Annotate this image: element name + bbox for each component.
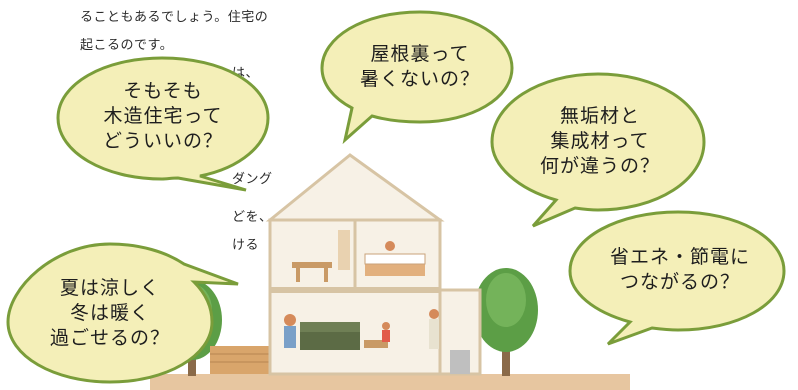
- bubble-comfort-line: 過ごせるの？: [49, 327, 170, 349]
- body-text-line: ることもあるでしょう。住宅の: [80, 10, 269, 25]
- bubble-comfort-text: 夏は涼しく 冬は暖く 過ごせるの？: [30, 276, 190, 351]
- bubble-wood-house-text: そもそも 木造住宅って どういいの？: [88, 79, 238, 154]
- bubble-wood-house-line: どういいの？: [102, 130, 223, 152]
- bubble-energy: [568, 210, 786, 346]
- bubble-wood-house: [56, 56, 270, 192]
- bubble-energy-line: つながるの？: [619, 271, 740, 293]
- bubble-energy-line: 省エネ・節電に: [609, 246, 750, 268]
- bubble-wood-house-line: そもそも: [123, 80, 203, 102]
- bubble-roof-line: 暑くないの？: [359, 68, 480, 90]
- upstairs-desk: [292, 230, 350, 282]
- living-room: [284, 309, 470, 374]
- body-text-line: ダング: [232, 172, 273, 187]
- house-body: [265, 153, 482, 376]
- bubble-timber-line: 無垢材と: [559, 105, 640, 127]
- wooden-deck: [210, 346, 270, 374]
- bubble-wood-house-line: 木造住宅って: [103, 105, 223, 127]
- bubble-timber-text: 無垢材と 集成材って 何が違うの？: [520, 104, 680, 179]
- bubble-timber: [490, 72, 706, 228]
- bubble-comfort-line: 冬は暖く: [69, 302, 150, 324]
- bubble-comfort: [6, 242, 239, 384]
- bubble-roof: [320, 10, 514, 145]
- bubble-timber-line: 何が違うの？: [539, 155, 660, 177]
- upstairs-bedroom: [364, 241, 426, 276]
- body-text-line: どを、: [232, 210, 273, 225]
- body-text-line: ける: [232, 238, 260, 253]
- bubble-energy-text: 省エネ・節電に つながるの？: [590, 245, 770, 295]
- ground-strip: [150, 374, 630, 390]
- bubble-timber-line: 集成材って: [550, 130, 650, 152]
- bubble-comfort-line: 夏は涼しく: [59, 277, 160, 299]
- body-text-line: 起こるのです。: [80, 38, 174, 53]
- bubble-roof-text: 屋根裏って 暑くないの？: [346, 42, 494, 92]
- bubble-roof-line: 屋根裏って: [370, 43, 470, 65]
- tree-right: [474, 268, 538, 376]
